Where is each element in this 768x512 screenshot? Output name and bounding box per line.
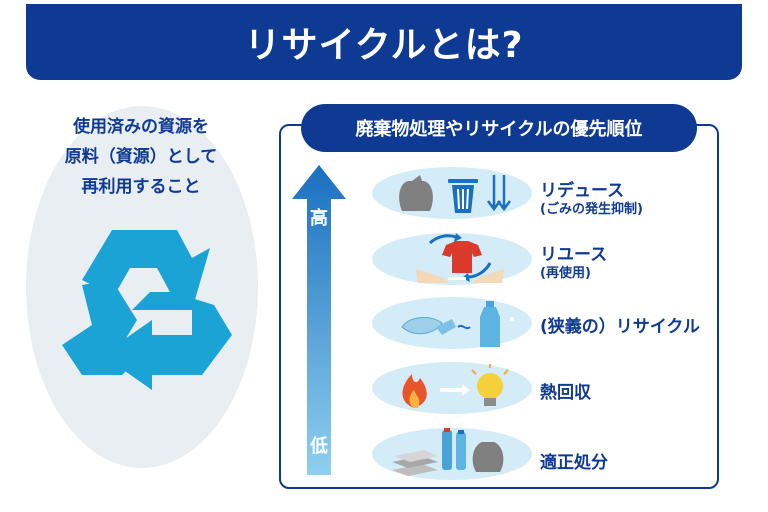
priority-arrow-icon	[292, 165, 346, 475]
high-label: 高	[310, 208, 328, 229]
reduce-sublabel: (ごみの発生抑制)	[540, 202, 643, 217]
bottle-recycle-icon	[401, 301, 514, 347]
recycle-label: (狭義の）リサイクル	[540, 317, 700, 337]
low-label: 低	[310, 436, 328, 457]
definition-line-3: 再利用すること	[81, 177, 201, 197]
reduce-label: リデュース	[540, 181, 625, 201]
reuse-label: リユース	[540, 245, 608, 265]
definition-line-2: 原料（資源）として	[64, 147, 218, 167]
definition-line-1: 使用済みの資源を	[73, 117, 209, 137]
disposal-label: 適正処分	[540, 453, 608, 473]
disposal-icon	[392, 428, 504, 476]
clothing-reuse-icon	[416, 233, 504, 283]
definition-oval	[26, 106, 258, 468]
title-banner: リサイクルとは?	[26, 4, 742, 80]
fire-bulb-icon	[402, 364, 509, 408]
priority-header: 廃棄物処理やリサイクルの優先順位	[301, 104, 697, 152]
heat-recovery-label: 熱回収	[540, 383, 591, 403]
recycle-icon	[62, 230, 232, 390]
definition-text: 使用済みの資源を 原料（資源）として 再利用すること	[0, 112, 282, 202]
reduce-oval	[372, 167, 532, 219]
reuse-sublabel: (再使用)	[540, 266, 591, 281]
page-title: リサイクルとは?	[244, 25, 524, 66]
trash-reduce-icon	[399, 175, 511, 213]
